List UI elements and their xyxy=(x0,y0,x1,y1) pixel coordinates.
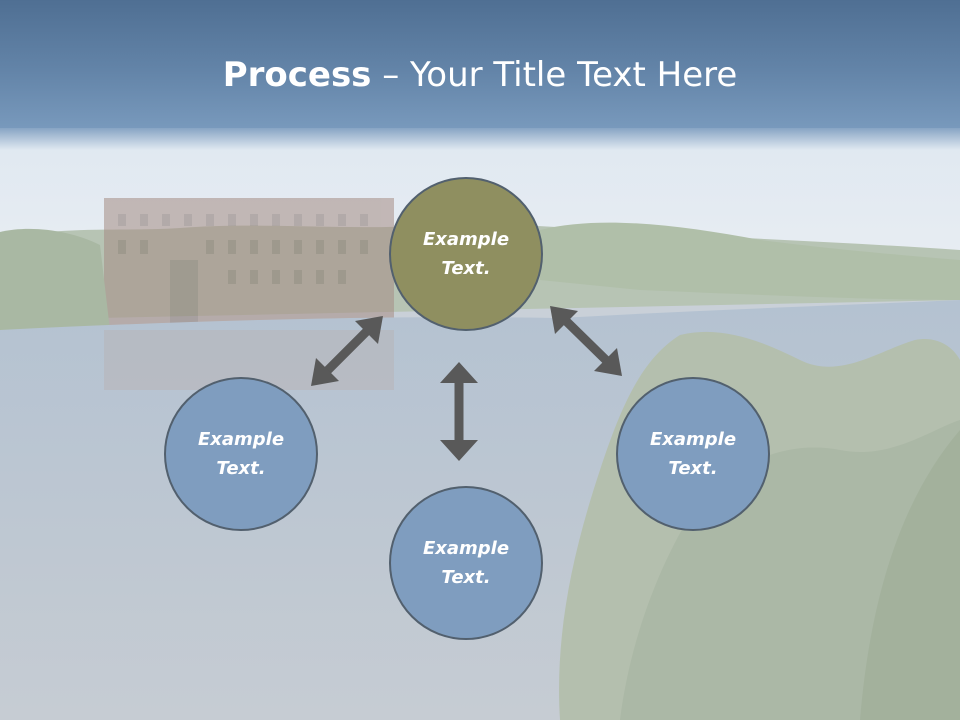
node-right-label: Example Text. xyxy=(649,429,737,479)
ruined-building xyxy=(104,198,394,328)
node-bottom-label: Example Text. xyxy=(422,538,510,588)
slide-title: Process – Your Title Text Here xyxy=(0,52,960,98)
title-bar xyxy=(0,0,960,128)
title-bar-fade xyxy=(0,128,960,150)
node-center-label: Example Text. xyxy=(422,229,510,279)
arrow-center-bottom xyxy=(440,362,478,461)
arrow-center-right xyxy=(550,306,622,376)
title-rest: – Your Title Text Here xyxy=(371,55,738,95)
node-left-label: Example Text. xyxy=(197,429,285,479)
node-bottom: Example Text. xyxy=(389,486,543,640)
title-bold: Process xyxy=(222,55,372,95)
arrow-center-left xyxy=(311,316,383,386)
node-left: Example Text. xyxy=(164,377,318,531)
node-center: Example Text. xyxy=(389,177,543,331)
node-right: Example Text. xyxy=(616,377,770,531)
